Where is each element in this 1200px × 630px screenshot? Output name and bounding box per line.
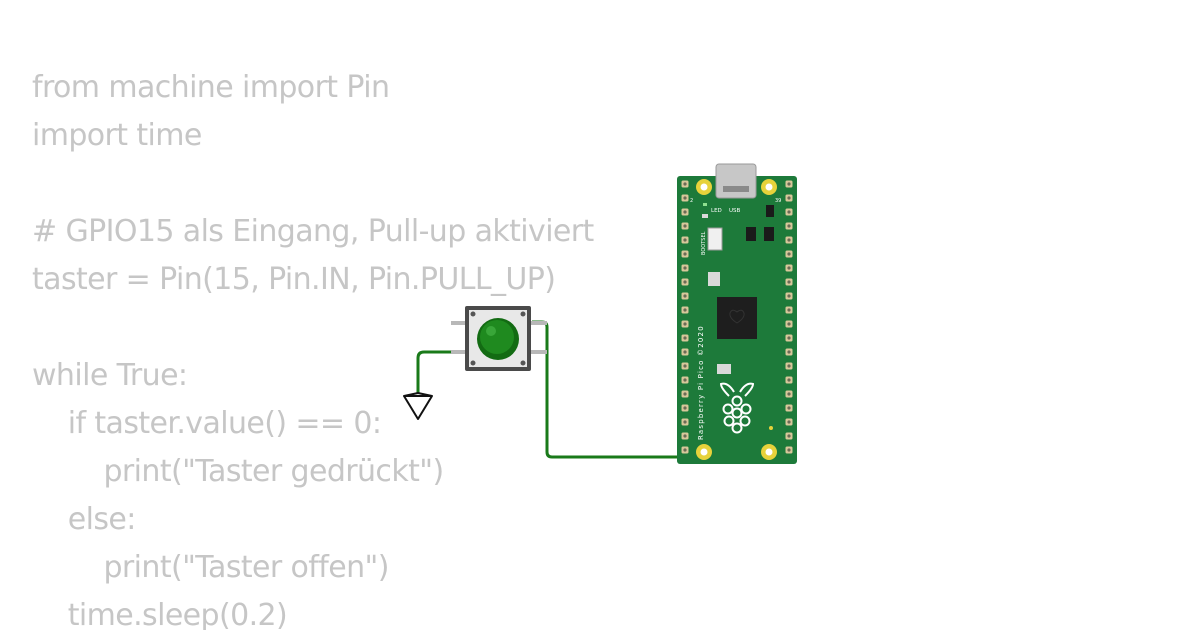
header-pin-hole [683,336,687,340]
code-listing: from machine import Pin import time # GP… [32,64,594,630]
smd-chip [764,227,774,241]
button-cap[interactable] [480,320,514,354]
code-line: # GPIO15 als Eingang, Pull-up aktiviert [32,214,594,249]
code-line: time.sleep(0.2) [32,598,288,630]
header-pin-hole [787,210,791,214]
button-corner [520,360,526,366]
header-pin-hole [683,294,687,298]
header-pin-hole [683,434,687,438]
bootsel-label: BOOTSEL [701,231,707,255]
raspberry-pi-pico-board[interactable]: 2 39 LED USB BOOTSEL Raspberry Pi Pico ©… [677,163,797,464]
gpio15-wire[interactable] [532,320,686,459]
chip-logo-icon [729,309,745,324]
header-pin-hole [787,252,791,256]
pin-number-label: 2 [690,198,693,204]
right-pin-header [785,180,793,454]
code-line: taster = Pin(15, Pin.IN, Pin.PULL_UP) [32,262,556,297]
usb-connector [715,163,757,199]
board-name-label: Raspberry Pi Pico ©2020 [697,325,705,440]
header-pin-hole [787,196,791,200]
button-leg [529,350,547,354]
header-pin-hole [683,364,687,368]
button-corner [470,360,476,366]
button-leg [451,350,467,354]
header-pin-hole [683,350,687,354]
button-leg [451,321,467,325]
header-pin-hole [683,406,687,410]
header-pin-hole [787,322,791,326]
left-pin-header [681,180,689,454]
header-pin-hole [787,420,791,424]
code-line: while True: [32,358,188,393]
header-pin-hole [683,448,687,452]
header-pin-hole [787,406,791,410]
mounting-hole-center [700,183,708,191]
code-line: print("Taster gedrückt") [32,454,444,489]
button-corner [520,311,526,317]
mounting-hole-center [765,183,773,191]
code-line: import time [32,118,202,153]
header-pin-hole [683,322,687,326]
push-button[interactable] [451,306,547,371]
header-pin-hole [787,350,791,354]
header-pin-hole [683,252,687,256]
code-line: else: [32,502,137,537]
header-pin-hole [683,224,687,228]
button-leg [529,321,547,325]
ground-wire[interactable] [416,350,465,395]
header-pin-hole [787,336,791,340]
usb-port-icon [723,186,749,192]
mounting-hole-center [765,448,773,456]
header-pin-hole [683,392,687,396]
header-pin-hole [683,280,687,284]
button-corner [470,311,476,317]
smd-part [708,272,720,286]
header-pin-hole [683,238,687,242]
header-pin-hole [787,224,791,228]
header-pin-hole [787,280,791,284]
header-pin-hole [787,434,791,438]
smd-part [702,214,708,218]
header-pin-hole [683,420,687,424]
code-line: print("Taster offen") [32,550,389,585]
header-pin-hole [683,182,687,186]
header-pin-hole [787,378,791,382]
raspberry-logo-icon [719,382,755,434]
test-pad [769,426,773,430]
rp2040-chip [717,297,757,339]
header-pin-hole [787,364,791,368]
header-pin-hole [787,238,791,242]
led-icon [703,203,707,206]
header-pin-hole [787,448,791,452]
smd-part [717,364,731,374]
code-line: from machine import Pin [32,70,390,105]
header-pin-hole [787,294,791,298]
header-pin-hole [683,266,687,270]
smd-chip [766,205,774,217]
code-line: if taster.value() == 0: [32,406,382,441]
header-pin-hole [787,308,791,312]
smd-chip [746,227,756,241]
bootsel-button[interactable] [707,227,723,251]
header-pin-hole [787,392,791,396]
header-pin-hole [683,210,687,214]
header-pin-hole [683,196,687,200]
header-pin-hole [683,378,687,382]
led-label: LED [711,208,722,214]
usb-label: USB [729,208,741,214]
pin-number-label: 39 [775,198,781,204]
header-pin-hole [787,266,791,270]
mounting-hole-center [700,448,708,456]
header-pin-hole [683,308,687,312]
button-cap-highlight [486,326,496,336]
header-pin-hole [787,182,791,186]
